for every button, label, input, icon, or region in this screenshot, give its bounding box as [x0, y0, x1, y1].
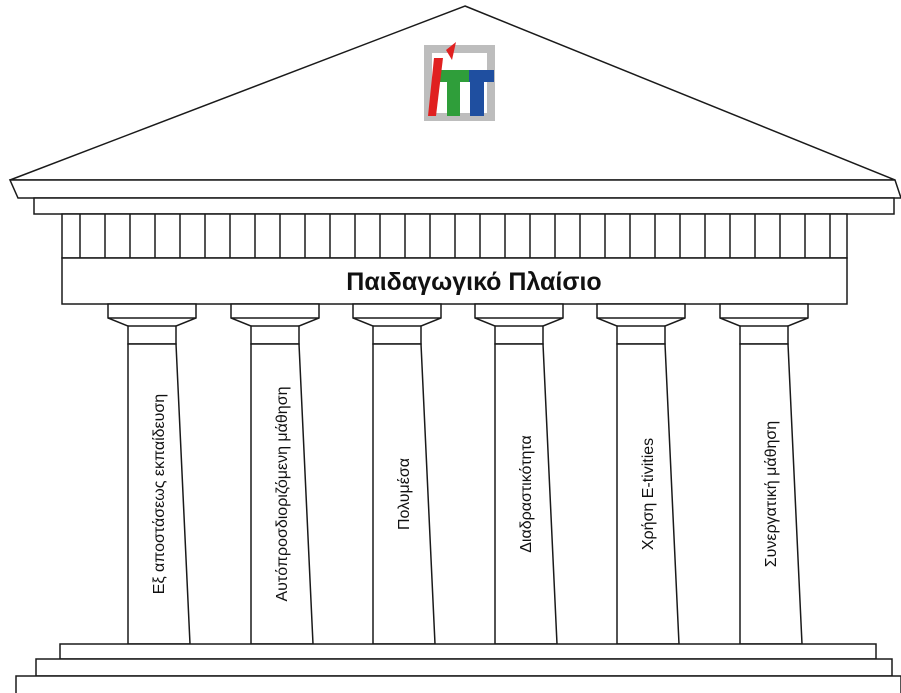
logo-red-tick — [446, 42, 456, 60]
step-bottom — [15, 675, 901, 693]
frieze-triglyphs — [79, 214, 831, 258]
itt-logo — [424, 42, 495, 121]
pillar: Αυτόπροσδιοριζόμενη μάθηση — [230, 303, 320, 645]
pillar: Χρήση E-tivities — [596, 303, 686, 645]
pillar-capital — [719, 303, 809, 345]
step-top — [59, 643, 877, 660]
pillar-label: Εξ αποστάσεως εκπαίδευση — [151, 394, 168, 594]
pillar-capital — [107, 303, 197, 345]
cornice — [8, 179, 901, 199]
pillar-capital — [596, 303, 686, 345]
pillar-capital — [474, 303, 564, 345]
step-middle — [35, 658, 893, 677]
logo-t-green-stem — [447, 70, 460, 116]
diagram-title: Παιδαγωγικό Πλαίσιο — [346, 268, 601, 296]
pillars: Εξ αποστάσεως εκπαίδευση Αυτόπροσδιοριζόμ… — [107, 303, 809, 645]
logo-t-blue-stem — [470, 70, 484, 116]
pillar-label: Αυτόπροσδιοριζόμενη μάθηση — [274, 387, 291, 602]
pillar-label: Χρήση E-tivities — [640, 438, 657, 550]
pillar-label: Συνεργατική μάθηση — [763, 421, 780, 567]
architrave — [61, 257, 848, 305]
pillar-capital — [230, 303, 320, 345]
logo-red-stroke — [428, 58, 443, 116]
cornice-lower-band — [33, 197, 895, 215]
pillar-label: Πολυμέσα — [396, 458, 413, 530]
pillar: Εξ αποστάσεως εκπαίδευση — [107, 303, 197, 645]
pillar: Πολυμέσα — [352, 303, 442, 645]
pillar-capital — [352, 303, 442, 345]
pillar: Συνεργατική μάθηση — [719, 303, 809, 645]
pillar-label: Διαδραστικότητα — [518, 435, 535, 553]
pillar: Διαδραστικότητα — [474, 303, 564, 645]
